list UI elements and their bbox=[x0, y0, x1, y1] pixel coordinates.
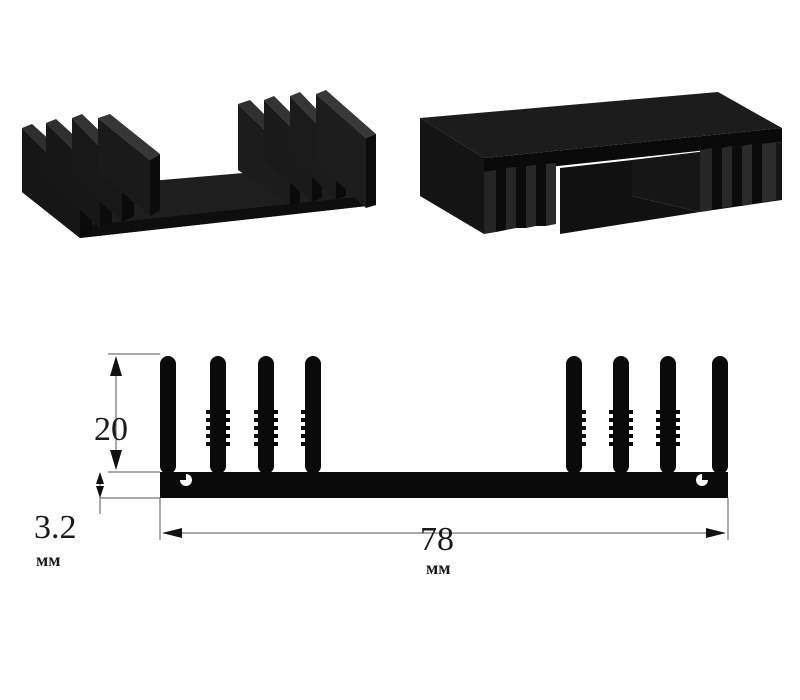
fin-set-left bbox=[160, 356, 321, 474]
fin-height-label: 20 bbox=[94, 411, 128, 448]
right-fin-group bbox=[238, 90, 376, 208]
right-fin-group-inverted bbox=[700, 142, 776, 212]
left-fin-group bbox=[22, 114, 160, 238]
heatsink-3d-view-fins-up bbox=[22, 90, 376, 238]
dimension-arrows bbox=[96, 356, 726, 538]
width-unit: мм bbox=[426, 558, 451, 578]
base-thickness-label: 3.2 bbox=[34, 509, 77, 546]
fin-grooves bbox=[206, 410, 680, 446]
heatsink-3d-view-fins-down bbox=[420, 92, 782, 234]
dimension-lines bbox=[99, 353, 729, 540]
left-fin-group-inverted bbox=[484, 163, 556, 234]
width-label: 78 bbox=[420, 521, 454, 558]
heatsink-profile bbox=[160, 356, 728, 498]
base-thickness-unit: мм bbox=[36, 550, 61, 570]
fin-set-right bbox=[566, 356, 728, 474]
